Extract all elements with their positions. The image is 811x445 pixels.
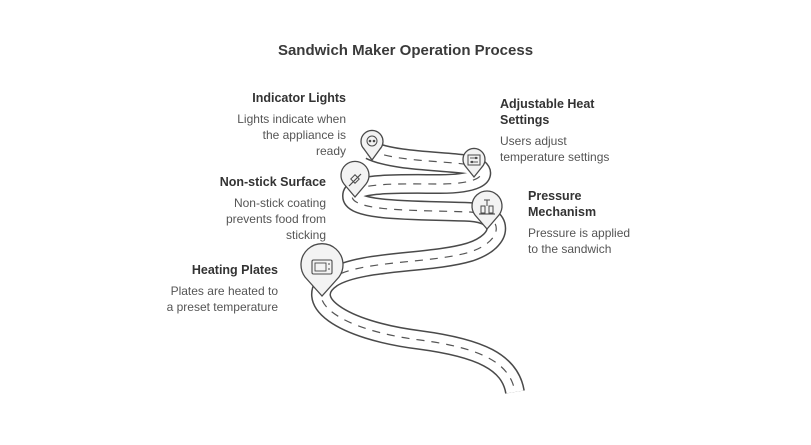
plate-icon xyxy=(311,259,333,275)
step-pressure-mechanism: Pressure Mechanism Pressure is applied t… xyxy=(528,188,630,257)
spatula-icon xyxy=(348,173,362,187)
step-description: Non-stick coating prevents food from sti… xyxy=(225,196,326,242)
diagram-title: Sandwich Maker Operation Process xyxy=(277,42,534,59)
step-description: Plates are heated to a preset temperatur… xyxy=(166,284,278,314)
step-title: Indicator Lights xyxy=(252,91,346,105)
marker-heat-settings xyxy=(462,147,486,179)
step-title: Adjustable Heat Settings xyxy=(500,97,595,127)
step-indicator-lights: Indicator Lights Lights indicate when th… xyxy=(237,90,346,159)
step-title: Non-stick Surface xyxy=(219,175,326,189)
light-icon xyxy=(366,135,378,147)
slider-icon xyxy=(467,154,481,166)
step-description: Pressure is applied to the sandwich xyxy=(528,226,631,256)
marker-heating-plates xyxy=(300,243,344,297)
step-title: Heating Plates xyxy=(191,263,278,277)
marker-non-stick xyxy=(340,160,370,199)
step-non-stick-surface: Non-stick Surface Non-stick coating prev… xyxy=(220,174,326,243)
step-description: Users adjust temperature settings xyxy=(500,134,610,164)
step-heat-settings: Adjustable Heat Settings Users adjust te… xyxy=(500,96,609,165)
marker-pressure xyxy=(471,190,503,230)
step-title: Pressure Mechanism xyxy=(528,189,597,219)
step-description: Lights indicate when the appliance is re… xyxy=(237,112,346,158)
marker-indicator-lights xyxy=(360,129,384,162)
press-icon xyxy=(479,199,495,215)
step-heating-plates: Heating Plates Plates are heated to a pr… xyxy=(167,262,278,315)
